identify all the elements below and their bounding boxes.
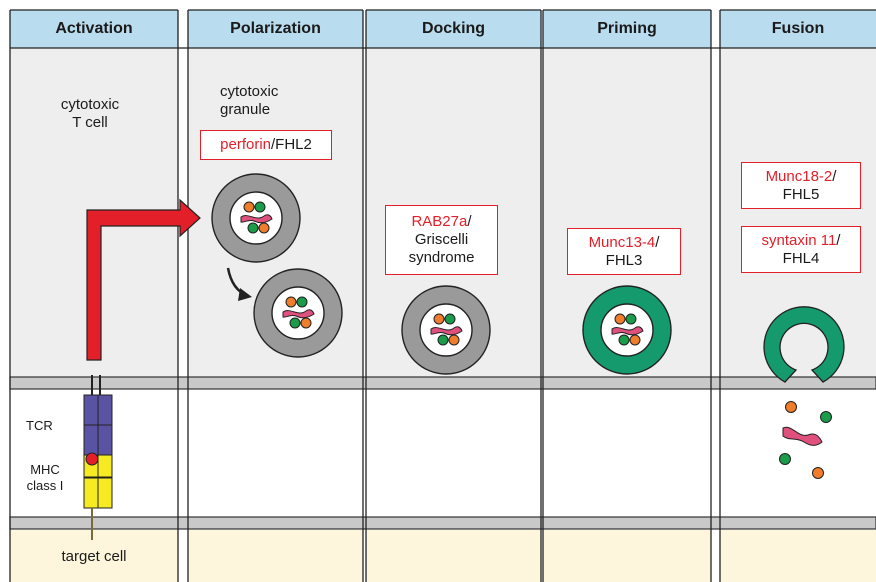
panel-title-fusion: Fusion [771, 20, 825, 37]
box-slash: / [832, 167, 837, 185]
munc13-fhl3-box: Munc13-4/ FHL3 [567, 228, 681, 275]
cytotoxic-t-cell-label: cytotoxic T cell [50, 96, 130, 132]
fusion-pore-icon [763, 306, 845, 479]
munc18-line: Munc18-2/ [766, 168, 837, 186]
munc18-fhl5-box: Munc18-2/ FHL5 [741, 162, 861, 209]
panel-title-docking: Docking [421, 20, 486, 37]
panel-fusion-bg [720, 10, 876, 582]
syntaxin-line: syntaxin 11/ [762, 232, 841, 250]
gene-rab27a: RAB27a [411, 213, 468, 230]
disease-fhl4: FHL4 [782, 249, 820, 267]
perforin-fhl2-text: perforin/FHL2 [220, 136, 312, 154]
rab27a-line: RAB27a/ [411, 213, 471, 231]
syntaxin-fhl4-box: syntaxin 11/ FHL4 [741, 226, 861, 273]
cytotoxic-t-cell-label-line1: cytotoxic [60, 96, 120, 113]
mhc-label-line2: class I [26, 478, 64, 493]
disease-fhl3: FHL3 [605, 251, 643, 269]
granule-icon [582, 285, 672, 375]
perforin-fhl2-box: perforin/FHL2 [200, 130, 332, 160]
panel-frames [9, 9, 876, 582]
disease-griscelli-line1: Griscelli [414, 231, 469, 248]
cytotoxic-granule-label-line2: granule [220, 101, 271, 118]
disease-fhl2: FHL2 [275, 136, 312, 153]
cytotoxic-t-cell-label-line2: T cell [72, 114, 108, 131]
box-slash: / [271, 136, 276, 153]
gene-syntaxin-11: syntaxin 11 [761, 231, 837, 249]
box-slash: / [467, 213, 472, 230]
cytotoxic-granule-label: cytotoxic granule [220, 83, 278, 119]
disease-griscelli-line2: syndrome [408, 249, 475, 266]
mhc-label-line1: MHC [30, 462, 60, 477]
granule-icon [401, 285, 491, 375]
mhc-label: MHC class I [16, 462, 74, 494]
gene-perforin: perforin [220, 136, 271, 153]
box-slash: / [836, 231, 841, 249]
panel-title-priming: Priming [597, 20, 657, 37]
cytotoxic-granule-label-line1: cytotoxic [220, 83, 279, 100]
gene-munc13-4: Munc13-4 [588, 233, 656, 251]
munc13-line: Munc13-4/ [589, 234, 660, 252]
panel-title-activation: Activation [55, 20, 133, 37]
tcr-label: TCR [26, 418, 53, 433]
rab27a-griscelli-box: RAB27a/ Griscelli syndrome [385, 205, 498, 275]
disease-fhl5: FHL5 [782, 185, 820, 203]
granule-icon [253, 268, 343, 358]
gene-munc18-2: Munc18-2 [765, 167, 833, 185]
curved-arrow-icon [226, 267, 252, 301]
red-arrow-icon [86, 198, 201, 361]
membranes [9, 376, 876, 530]
box-slash: / [655, 233, 660, 251]
granule-icon [211, 173, 301, 263]
tcr-mhc-complex-icon [83, 375, 113, 540]
panel-title-polarization: Polarization [230, 20, 321, 37]
target-cell-label: target cell [61, 548, 127, 565]
